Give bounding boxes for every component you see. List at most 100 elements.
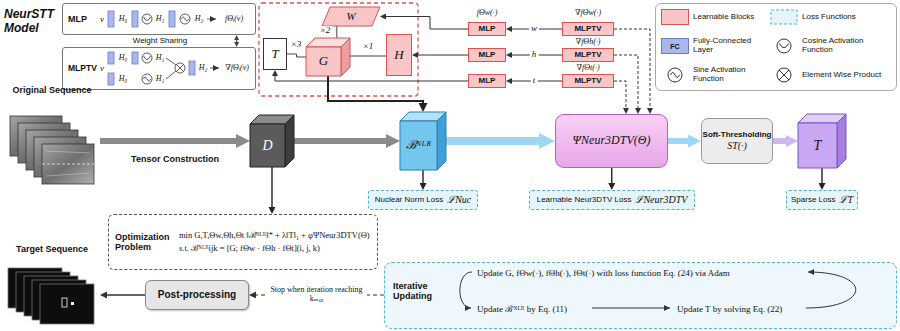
label-text: H₁ <box>156 75 165 83</box>
node-text: min G,T,Θw,Θh,Θt ‖ℬᴺᴸᴿ‖* + λ‖T‖₁ + φΨNeu… <box>179 231 370 241</box>
node-text: MLPTV <box>574 77 601 86</box>
sequence-figure: Target Sequence <box>4 244 100 328</box>
connector <box>107 294 145 295</box>
node-text: Soft-Thresholding <box>703 131 772 140</box>
process-box: Post-processing <box>145 280 249 310</box>
legend-item: Sine Activation Function <box>661 64 765 86</box>
edge-label: ×3 <box>289 40 304 50</box>
mlp-block: MLP <box>468 48 506 62</box>
factor-box: H <box>386 34 412 76</box>
node-text: ℒNeur3DTV <box>635 194 687 205</box>
connector <box>611 168 612 183</box>
iteration-box: Iterative UpdatingUpdate G, fΘw(·), fΘh(… <box>384 262 897 329</box>
loss-box: Sparse Loss ℒT <box>786 190 858 210</box>
legend-text: Sine Activation Function <box>693 66 765 84</box>
mlp-tv-illustration <box>108 52 219 85</box>
node-text: G <box>319 54 328 69</box>
label-text: ∇fΘh(·) <box>576 38 601 46</box>
legend-text: Cosine Activation Function <box>802 37 894 55</box>
node-text: D <box>262 138 272 154</box>
label-text: fΘᵢ(v) <box>225 15 243 23</box>
legend-swatch <box>661 9 689 25</box>
label-text: H₂ <box>199 64 208 72</box>
edge-label: t <box>531 76 538 86</box>
node-text: MLPTV <box>574 25 601 34</box>
label-text: H₀ <box>119 54 128 62</box>
connector <box>614 81 626 108</box>
node-text: ℬᴺᴸᴿ <box>406 139 432 152</box>
node-text: Learnable Neur3DTV Loss <box>537 196 632 205</box>
connector <box>773 138 786 144</box>
legend-text: Element Wise Product <box>802 71 894 80</box>
node-text: ℒT <box>839 194 853 205</box>
edge-label: fΘw(·) <box>475 9 500 18</box>
legend-text: Loss Functions <box>802 13 894 22</box>
node-text: MLP <box>479 25 496 34</box>
node-text: MLPTV <box>574 51 601 60</box>
node-text: s.t. ℬᴺᴸᴿijk = [G; fΘw · fΘh · fΘt](i, j… <box>179 244 320 254</box>
mlp-illustration <box>108 11 216 27</box>
loss-box: Learnable Neur3DTV LossℒNeur3DTV <box>529 190 695 210</box>
iteration-ground <box>384 262 897 329</box>
loss-box: Nuclear Norm Loss ℒNuc <box>368 190 478 210</box>
label-text: ∇fΘᵢ(v) <box>225 64 249 72</box>
connector <box>350 56 386 57</box>
connector <box>668 138 688 144</box>
cube-outline <box>798 114 846 168</box>
connector <box>100 138 236 144</box>
node-text: Target Sequence <box>16 244 88 254</box>
node-text: MLP <box>68 14 87 24</box>
edge-label: w <box>529 24 539 34</box>
legend-item: Cosine Activation Function <box>770 35 894 57</box>
edge-label: Tensor Construction <box>129 155 221 165</box>
factor-box: T <box>263 38 287 70</box>
label-text: H₂ <box>195 15 204 23</box>
node-text: Original Sequence <box>12 85 91 95</box>
edge-label: Weight Sharing <box>131 37 190 46</box>
node-text: Update ℬᴺᴸᴿ by Eq. (11) <box>477 304 567 314</box>
connector <box>287 54 306 57</box>
label-text: H₀ <box>119 15 128 23</box>
connector <box>271 167 272 207</box>
node-text: W <box>346 10 355 22</box>
connector <box>328 76 423 103</box>
connector <box>336 26 337 38</box>
connector <box>294 138 386 144</box>
mlp-tv-block: MLPTV <box>562 48 614 62</box>
mlp-tv-block: MLPTV <box>562 74 614 88</box>
node-text: Optimization Problem <box>115 232 173 252</box>
connector <box>236 40 237 42</box>
edge-label: Stop when iteration reaching kₘₐₓ <box>267 286 367 304</box>
core-tensor-cube: G <box>306 38 350 76</box>
connector <box>614 29 650 108</box>
data-tensor-cube: D <box>250 115 294 167</box>
regularizer-block: ΨNeur3DTV(Θ) <box>555 114 668 168</box>
mlp-block: MLP <box>468 74 506 88</box>
node-text: MLP <box>479 51 496 60</box>
sparse-tensor-cube: T <box>798 114 846 168</box>
label-text: H₁ <box>156 54 165 62</box>
legend-text: Fully-Connected Layer <box>693 37 765 55</box>
label-text: FC <box>670 43 679 50</box>
figure-title: NeurSTT Model <box>4 8 60 36</box>
legend-item: Loss Functions <box>770 6 894 28</box>
sequence-figure: Original Sequence <box>4 85 100 197</box>
node-text: ℒNuc <box>447 194 471 205</box>
threshold-box: Soft-ThresholdingST(·) <box>701 118 773 164</box>
low-rank-tensor-cube: ℬᴺᴸᴿ <box>400 112 446 170</box>
edge-label: ×1 <box>361 42 376 52</box>
node-text: T <box>814 138 822 154</box>
connector <box>821 168 822 183</box>
legend-icon <box>770 66 798 84</box>
node-text: Update T by solving Eq. (22) <box>677 304 782 314</box>
original-frames <box>10 116 94 184</box>
node-text: T <box>271 47 278 62</box>
legend-icon <box>770 37 798 55</box>
legend-icon <box>661 66 689 84</box>
connector <box>418 55 468 56</box>
mlp-block: MLP <box>468 22 506 36</box>
connector <box>422 170 423 183</box>
node-text: Nuclear Norm Loss <box>375 196 443 205</box>
node-text: Sparse Loss <box>791 196 835 205</box>
